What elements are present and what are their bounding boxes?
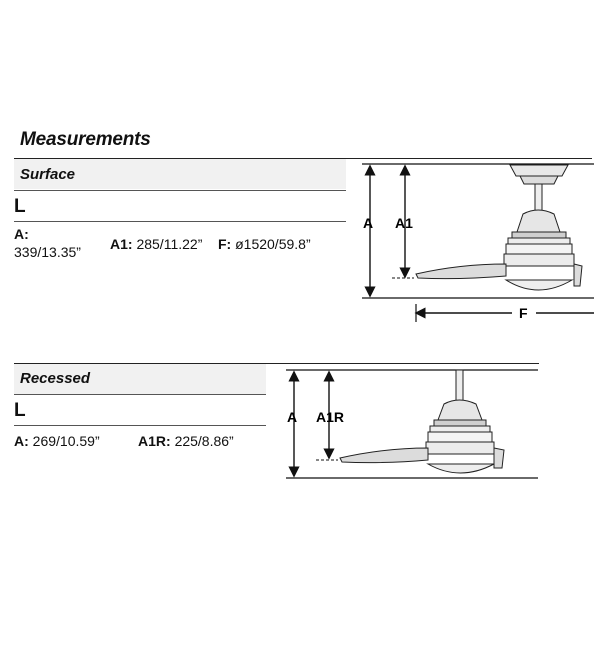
- surface-light-dome: [504, 279, 574, 291]
- surface-header-rule: [14, 190, 346, 191]
- surface-model: L: [14, 196, 26, 217]
- recessed-header-rule: [14, 394, 266, 395]
- surface-a-label: A:: [14, 226, 29, 242]
- recessed-label: Recessed: [20, 370, 91, 387]
- surface-blade-right: [573, 263, 583, 287]
- surface-f-value: ø1520/59.8”: [235, 236, 311, 252]
- surface-top-rule: [14, 158, 592, 159]
- surface-dim-a1-label: A1: [395, 215, 413, 231]
- surface-motor: [516, 209, 561, 233]
- surface-f-label: F:: [218, 236, 232, 252]
- surface-fan-diagram: A A1 F: [362, 163, 594, 322]
- surface-canopy: [509, 164, 569, 177]
- surface-blade-left: [415, 263, 507, 280]
- recessed-light-dome: [426, 463, 495, 474]
- recessed-fan-diagram: A A1R: [286, 369, 538, 479]
- surface-a1-label: A1:: [110, 236, 133, 252]
- surface-spec-f: F: ø1520/59.8”: [218, 236, 311, 252]
- recessed-blade-left: [339, 447, 429, 464]
- recessed-model-rule: [14, 425, 266, 426]
- surface-header-band: [14, 159, 346, 189]
- page-title: Measurements: [20, 129, 151, 150]
- surface-dim-a-label: A: [363, 215, 373, 231]
- surface-spec-a: A:: [14, 226, 29, 242]
- recessed-header-band: [14, 364, 266, 394]
- recessed-a-label: A:: [14, 433, 29, 449]
- recessed-blade-right: [493, 447, 505, 469]
- recessed-downrod: [455, 369, 464, 405]
- surface-spec-a1: A1: 285/11.22”: [110, 236, 202, 252]
- recessed-spec-a: A: 269/10.59”: [14, 433, 100, 449]
- recessed-dim-a-label: A: [287, 409, 297, 425]
- recessed-a-value: 269/10.59”: [32, 433, 100, 449]
- recessed-top-rule: [14, 363, 539, 364]
- surface-a1-value: 285/11.22”: [136, 236, 203, 252]
- recessed-a1r-label: A1R:: [138, 433, 171, 449]
- surface-a-value: 339/13.35”: [14, 244, 81, 260]
- surface-model-rule: [14, 221, 346, 222]
- surface-dim-f-label: F: [519, 305, 528, 321]
- surface-label: Surface: [20, 166, 76, 183]
- recessed-a1r-value: 225/8.86”: [174, 433, 234, 449]
- recessed-dim-a1r-label: A1R: [316, 409, 344, 425]
- recessed-motor: [437, 399, 483, 421]
- recessed-model: L: [14, 400, 26, 421]
- recessed-spec-a1r: A1R: 225/8.86”: [138, 433, 234, 449]
